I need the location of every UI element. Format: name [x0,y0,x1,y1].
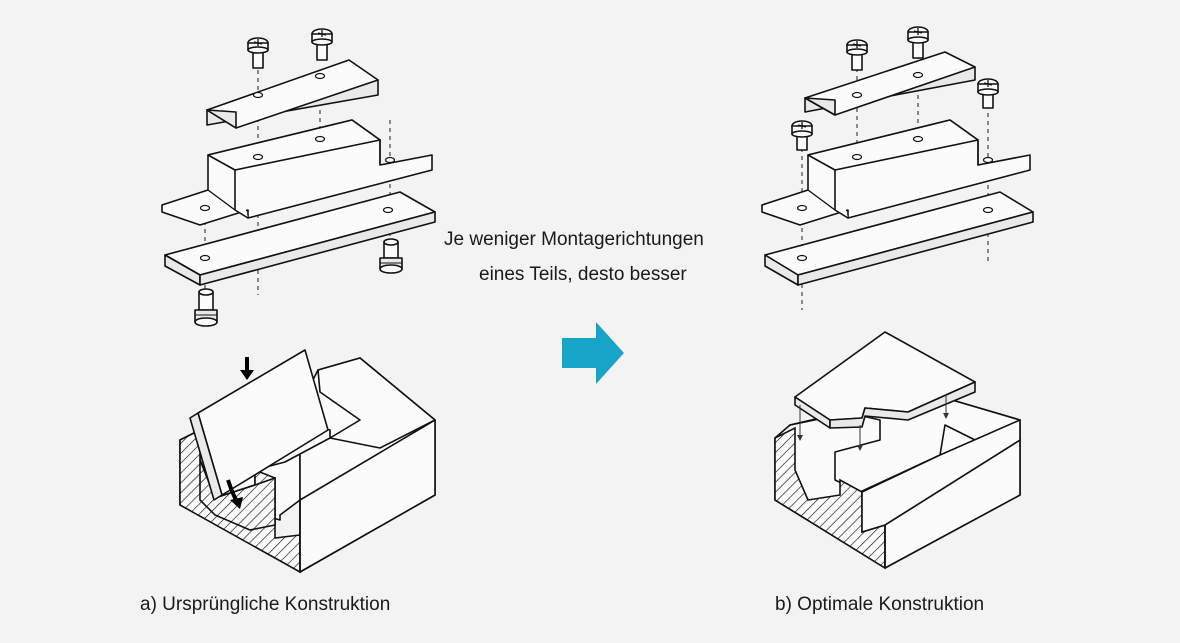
caption-original-design: a) Ursprüngliche Konstruktion [140,594,391,615]
hat-bracket [161,119,433,226]
straight-insert-plate [794,331,976,429]
top-clamp-plate [206,59,379,129]
original-assembly-exploded [161,28,436,327]
screw-optimal-4 [791,120,813,151]
caption-optimal-design: b) Optimale Konstruktion [775,594,985,615]
arrow-right-icon [562,322,624,384]
base-plate [164,191,436,286]
screw-optimal-2 [907,26,929,59]
screw-optimal-1 [846,39,868,71]
screw-bottom-right [379,238,403,274]
down-arrow-icon [240,357,254,380]
hat-bracket-optimal [761,119,1031,226]
principle-text-line-1: Je weniger Montagerichtungen [444,229,704,250]
optimal-slot-block [774,331,1021,570]
original-slot-block [179,349,436,574]
principle-text-line-2: eines Teils, desto besser [479,264,687,285]
base-plate-optimal [764,191,1034,286]
optimal-assembly-exploded [761,26,1034,310]
top-clamp-plate-optimal [804,51,976,116]
screw-bottom-left [194,288,218,327]
tilted-insert-plate [189,349,329,501]
screw-optimal-3 [977,78,999,109]
screw-top-left [247,37,269,69]
insertion-arrow-icons [797,395,949,451]
screw-top-right [311,28,333,61]
curved-arrow-icon [226,479,243,509]
